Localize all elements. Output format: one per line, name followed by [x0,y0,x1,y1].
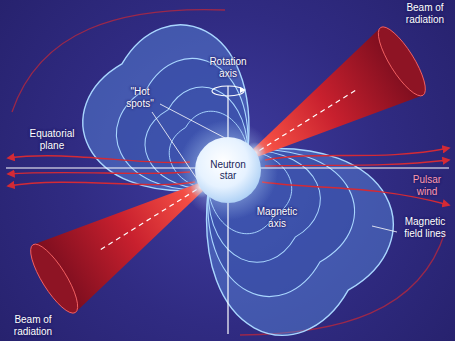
leader-line [372,226,397,232]
rotation-arrowhead [240,87,246,93]
neutron-star: Neutron star [195,137,261,203]
node-text-wrap: Neutron star [201,159,255,182]
beam-label: Beam of radiation [397,2,453,25]
beam-label: Beam of radiation [4,314,62,337]
axis-label: Rotation axis [203,56,253,79]
star-glow [178,120,278,220]
wind-arrow [8,182,195,186]
plane-label: Equatorial plane [22,128,82,151]
leader-line [152,112,199,182]
wind-arrow [265,160,449,166]
wind-arrow [265,148,449,160]
hot-spot-label: "Hot spots" [120,86,160,109]
node-label: Neutron star [201,159,255,182]
axis-label: Magnetic axis [252,206,302,229]
wind-arrow [8,156,190,163]
beam-opening [23,238,86,319]
rotation-arrow [212,86,244,96]
wind-label: Pulsar wind [404,174,450,197]
beam-opening [370,21,433,102]
field-label: Magnetic field lines [399,216,451,239]
wind-arrow [8,172,190,174]
